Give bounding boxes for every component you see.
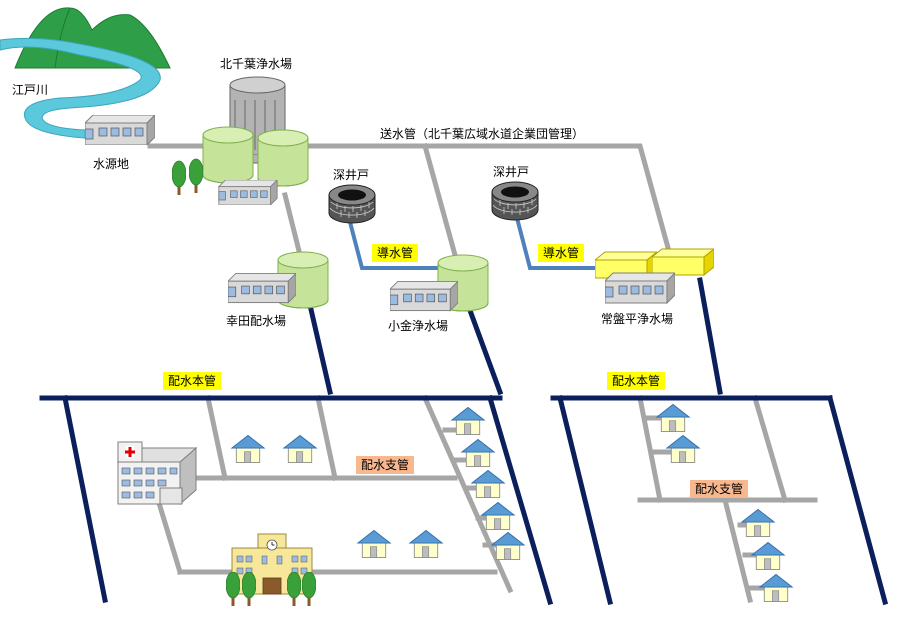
house-icon [491, 532, 525, 560]
water-source-label: 水源地 [93, 157, 130, 171]
house-icon [451, 407, 485, 435]
kita-chiba-tank-1 [202, 126, 254, 184]
house-icon [409, 530, 443, 558]
conduit-pipes [348, 217, 600, 270]
river-label: 江戸川 [12, 83, 49, 97]
tokiwadaira-plant-label: 常盤平浄水場 [601, 312, 674, 326]
satta-building [228, 272, 296, 304]
well-icon [328, 184, 376, 224]
house-icon [741, 509, 775, 537]
water-source-building [85, 115, 155, 145]
house-icon [231, 435, 265, 463]
kita-chiba-plant-label: 北千葉浄水場 [220, 57, 293, 71]
kogane-building [390, 280, 458, 312]
kita-chiba-building [218, 180, 278, 205]
tree-icon [287, 572, 301, 606]
house-icon [759, 574, 793, 602]
tree-icon [189, 158, 203, 194]
main-pipe-label-left: 配水本管 [163, 372, 222, 390]
tree-icon [172, 160, 186, 196]
tokiwadaira-tank-2 [652, 248, 714, 276]
house-icon [357, 530, 391, 558]
branch-pipe-label-left: 配水支管 [356, 456, 415, 474]
conduit-label-1: 導水管 [372, 244, 419, 262]
house-icon [471, 470, 505, 498]
house-icon [283, 435, 317, 463]
tree-icon [226, 572, 240, 606]
satta-station-label: 幸田配水場 [226, 314, 287, 328]
kita-chiba-tank-2 [257, 129, 309, 187]
kogane-plant-label: 小金浄水場 [388, 319, 449, 333]
tree-icon [302, 572, 316, 606]
hospital-icon [116, 441, 198, 506]
deep-well-label-1: 深井戸 [333, 168, 370, 182]
house-icon [481, 502, 515, 530]
mountain-icon [14, 7, 171, 69]
house-icon [656, 404, 690, 432]
main-pipes [39, 277, 889, 606]
well-icon [491, 181, 539, 221]
branch-pipe-label-right: 配水支管 [690, 480, 749, 498]
conduit-label-2: 導水管 [538, 244, 585, 262]
school-icon [231, 533, 313, 595]
tokiwadaira-building [605, 272, 675, 304]
transmission-pipe-label: 送水管（北千葉広域水道企業団管理） [380, 127, 585, 141]
deep-well-label-2: 深井戸 [493, 165, 530, 179]
house-icon [666, 435, 700, 463]
tree-icon [242, 572, 256, 606]
house-icon [751, 542, 785, 570]
house-icon [461, 439, 495, 467]
river-edogawa [0, 37, 161, 139]
main-pipe-label-right: 配水本管 [607, 372, 666, 390]
